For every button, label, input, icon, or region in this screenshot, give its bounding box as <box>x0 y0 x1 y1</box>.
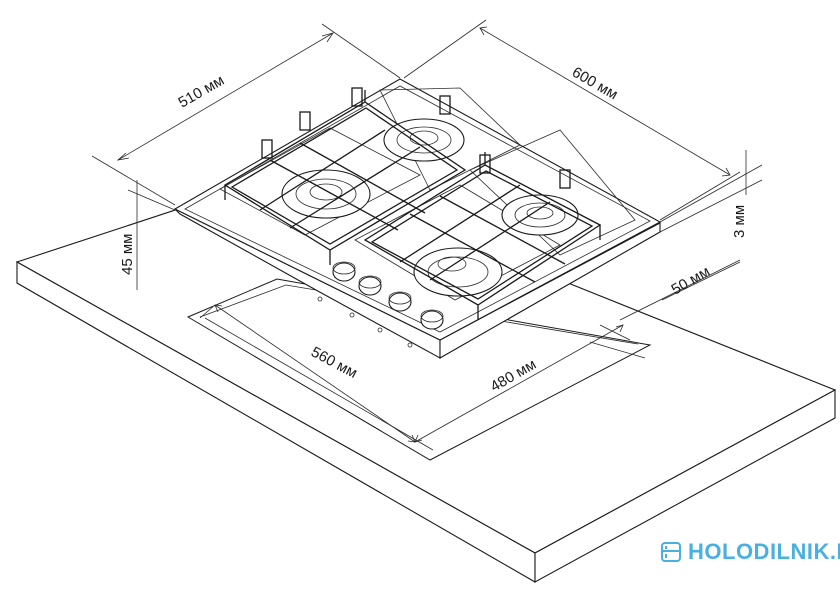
dim-label-3: 3 мм <box>731 205 748 238</box>
grates <box>223 87 602 320</box>
countertop <box>15 171 837 583</box>
fridge-icon <box>661 542 681 562</box>
burner-back-right <box>383 118 465 162</box>
burner-back-left <box>281 169 371 219</box>
dim-label-510: 510 мм <box>176 72 228 112</box>
knob-4 <box>420 309 444 330</box>
dim-label-45: 45 мм <box>119 234 136 275</box>
brand-text: HOLODILNIK.BY <box>688 539 840 564</box>
dim-label-600: 600 мм <box>569 64 621 104</box>
burner-front-left <box>413 247 503 297</box>
control-knobs <box>317 261 444 348</box>
brand-watermark: HOLODILNIK.BY <box>660 537 840 567</box>
dim-label-50: 50 мм <box>669 263 713 298</box>
knob-3 <box>388 291 412 312</box>
burner-front-right <box>501 194 579 236</box>
knob-1 <box>332 261 356 282</box>
knob-2 <box>358 275 382 296</box>
dimension-lines <box>91 19 763 443</box>
